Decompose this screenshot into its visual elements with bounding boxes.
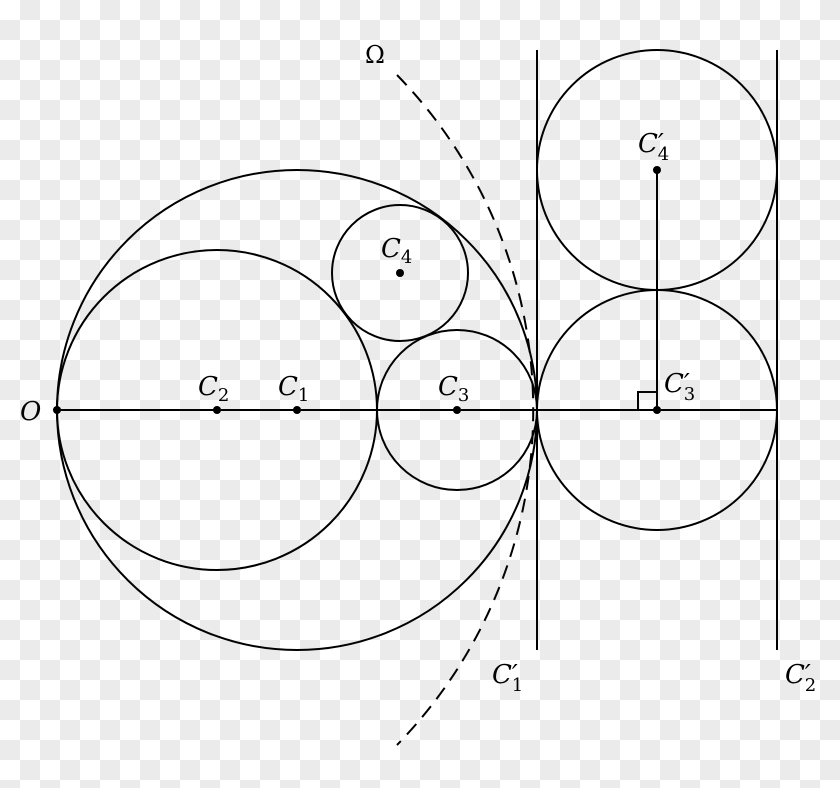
label-c3: C3: [438, 372, 469, 406]
label-c4: C4: [381, 234, 412, 268]
point-c3: [453, 406, 461, 414]
label-c1-prime: C′1: [492, 660, 523, 696]
label-c3-prime: C′3: [664, 369, 695, 405]
label-c2-prime: C′2: [785, 660, 816, 696]
point-c3-prime: [653, 406, 661, 414]
point-c4-prime: [653, 166, 661, 174]
label-omega: Ω: [365, 41, 385, 69]
point-c1: [293, 406, 301, 414]
right-angle-marker: [637, 391, 657, 410]
label-c4-prime: C′4: [638, 129, 669, 165]
circle-c4: [331, 204, 469, 342]
point-c4: [396, 269, 404, 277]
label-c1: C1: [278, 372, 309, 406]
point-o: [53, 406, 61, 414]
label-c2: C2: [198, 372, 229, 406]
label-o: O: [20, 397, 41, 427]
point-c2: [213, 406, 221, 414]
